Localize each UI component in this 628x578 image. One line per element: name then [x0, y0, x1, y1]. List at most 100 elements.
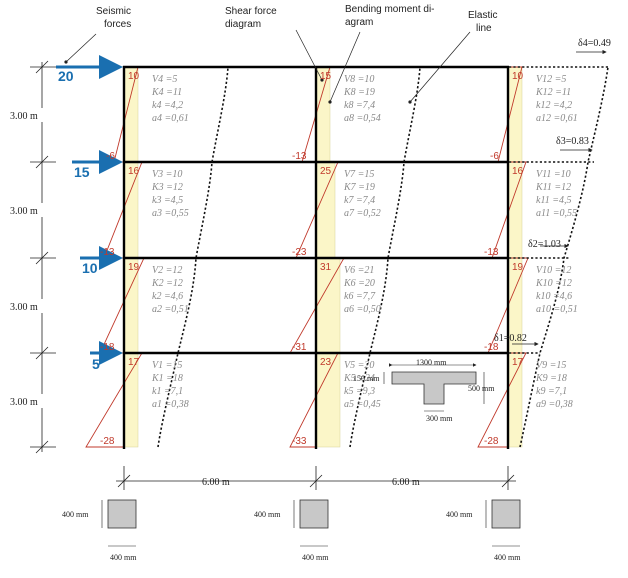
column-left-story-2-line-2: K2 =12 — [151, 278, 183, 289]
column-right-story-3-line-4: a11 =0,55 — [536, 208, 577, 219]
column-left-story-1-line-4: a1 =0,38 — [152, 399, 189, 410]
drift-2: δ2=1.03 — [528, 239, 561, 250]
column-right-story-1-line-4: a9 =0,38 — [536, 399, 573, 410]
drift-arrows — [512, 49, 607, 347]
moment-top-left-3: 19 — [128, 262, 140, 273]
column-center-story-4-line-4: a8 =0,54 — [344, 113, 381, 124]
beam-depth: 500 mm — [468, 384, 495, 393]
moment-top-right-1: 10 — [512, 71, 524, 82]
label-shear: Shear force diagram — [225, 6, 279, 30]
column-left-story-4-line-2: K4 =11 — [151, 87, 182, 98]
column-right-story-2-line-1: V10 =12 — [536, 265, 571, 276]
column-section-height-left: 400 mm — [62, 510, 89, 519]
moment-top-left-1: 10 — [128, 71, 140, 82]
moment-bottom-left-1: -6 — [106, 151, 115, 162]
column-left-story-2-line-1: V2 =12 — [152, 265, 182, 276]
column-center-story-2-line-4: a6 =0,50 — [344, 304, 381, 315]
bay-dimension — [116, 466, 516, 490]
column-left-story-4-line-1: V4 =5 — [152, 74, 177, 85]
column-right-story-3-line-1: V11 =10 — [536, 169, 571, 180]
moment-top-center-2: 25 — [320, 166, 332, 177]
moment-bottom-center-1: -13 — [292, 151, 307, 162]
moment-top-right-3: 19 — [512, 262, 524, 273]
moment-top-left-4: 17 — [128, 357, 140, 368]
column-section-width-right: 400 mm — [494, 553, 521, 562]
elastic-line-center — [349, 66, 421, 448]
column-center-story-2-line-1: V6 =21 — [344, 265, 374, 276]
column-center-story-2-line-2: K6 =20 — [343, 278, 375, 289]
t-beam-shape — [391, 371, 477, 405]
shear-band-right — [507, 66, 523, 448]
moment-bottom-left-3: -18 — [100, 342, 115, 353]
seismic-arrows — [56, 55, 123, 365]
moment-top-left-2: 16 — [128, 166, 140, 177]
drift-4: δ4=0.49 — [578, 38, 611, 49]
beam-web: 300 mm — [426, 414, 453, 423]
column-center-story-1-line-2: K5 =24 — [343, 373, 375, 384]
column-right-story-1-line-2: K9 =18 — [535, 373, 567, 384]
label-elastic: Elastic line — [468, 10, 500, 34]
column-right-story-4-line-3: k12 =4,2 — [536, 100, 572, 111]
column-left-story-4-line-3: k4 =4,2 — [152, 100, 183, 111]
column-right-story-1-line-1: V9 =15 — [536, 360, 566, 371]
force-value-2: 10 — [82, 260, 98, 276]
bay-width-right: 6.00 m — [392, 477, 420, 488]
label-seismic: Seismic forces — [96, 6, 134, 30]
force-value-3: 15 — [74, 164, 90, 180]
moment-bottom-center-4: -33 — [292, 436, 307, 447]
moment-bottom-right-3: -18 — [484, 342, 499, 353]
column-right-story-2-line-3: k10 =4,6 — [536, 291, 572, 302]
moment-top-center-4: 23 — [320, 357, 332, 368]
frame-members — [122, 65, 510, 449]
story-height-3: 3.00 m — [10, 206, 38, 217]
column-center-story-4-line-1: V8 =10 — [344, 74, 374, 85]
moment-top-right-2: 16 — [512, 166, 524, 177]
column-left-story-3-line-3: k3 =4,5 — [152, 195, 183, 206]
moment-top-right-4: 17 — [512, 357, 524, 368]
elastic-lines — [157, 66, 609, 448]
column-center-story-3-line-2: K7 =19 — [343, 182, 375, 193]
column-center-story-1-line-1: V5 =20 — [344, 360, 374, 371]
column-center-story-3-line-3: k7 =7,4 — [344, 195, 375, 206]
column-left-story-3-line-2: K3 =12 — [151, 182, 183, 193]
column-left-story-3-line-1: V3 =10 — [152, 169, 182, 180]
bay-width-left: 6.00 m — [202, 477, 230, 488]
moment-top-center-3: 31 — [320, 262, 332, 273]
column-center-story-4-line-3: k8 =7,4 — [344, 100, 375, 111]
moment-top-center-1: 15 — [320, 71, 332, 82]
story-dimension — [30, 60, 56, 454]
drift-1: δ1=0.82 — [494, 333, 527, 344]
moment-bottom-center-3: -31 — [292, 342, 307, 353]
moment-bottom-center-2: -23 — [292, 247, 307, 258]
elastic-line-left — [157, 66, 229, 448]
column-center-story-1-line-4: a5 =0,45 — [344, 399, 381, 410]
moment-bottom-right-4: -28 — [484, 436, 499, 447]
column-left-story-2-line-3: k2 =4,6 — [152, 291, 183, 302]
column-left-story-2-line-4: a2 =0,51 — [152, 304, 189, 315]
column-left-story-1-line-1: V1 =15 — [152, 360, 182, 371]
column-left-story-3-line-4: a3 =0,55 — [152, 208, 189, 219]
beam-flange: 150 mm — [353, 374, 380, 383]
story-height-4: 3.00 m — [10, 111, 38, 122]
force-value-4: 20 — [58, 68, 74, 84]
column-center-story-3-line-4: a7 =0,52 — [344, 208, 381, 219]
column-center-story-3-line-1: V7 =15 — [344, 169, 374, 180]
column-section-right — [491, 499, 521, 529]
moment-labels: 10 16 19 17 -6 -13 -18 -28 15 25 31 23 -13 -23 -31 -33 1… — [100, 71, 524, 447]
shear-band-center-3 — [315, 257, 341, 354]
column-right-story-3-line-2: K11 =12 — [535, 182, 571, 193]
beam-section — [383, 363, 485, 412]
moment-bottom-right-2: -13 — [484, 247, 499, 258]
moment-bottom-right-1: -6 — [490, 151, 499, 162]
column-right-story-4-line-2: K12 =11 — [535, 87, 571, 98]
column-right-story-4-line-4: a12 =0,61 — [536, 113, 578, 124]
column-right-story-2-line-2: K10 =12 — [535, 278, 572, 289]
column-center-story-2-line-3: k6 =7,7 — [344, 291, 376, 302]
column-center-story-1-line-3: k5 =9,3 — [344, 386, 375, 397]
moment-bottom-left-2: -13 — [100, 247, 115, 258]
beam-width: 1300 mm — [416, 358, 447, 367]
column-section-center — [299, 499, 329, 529]
column-right-story-2-line-4: a10 =0,51 — [536, 304, 578, 315]
moment-bottom-left-4: -28 — [100, 436, 115, 447]
